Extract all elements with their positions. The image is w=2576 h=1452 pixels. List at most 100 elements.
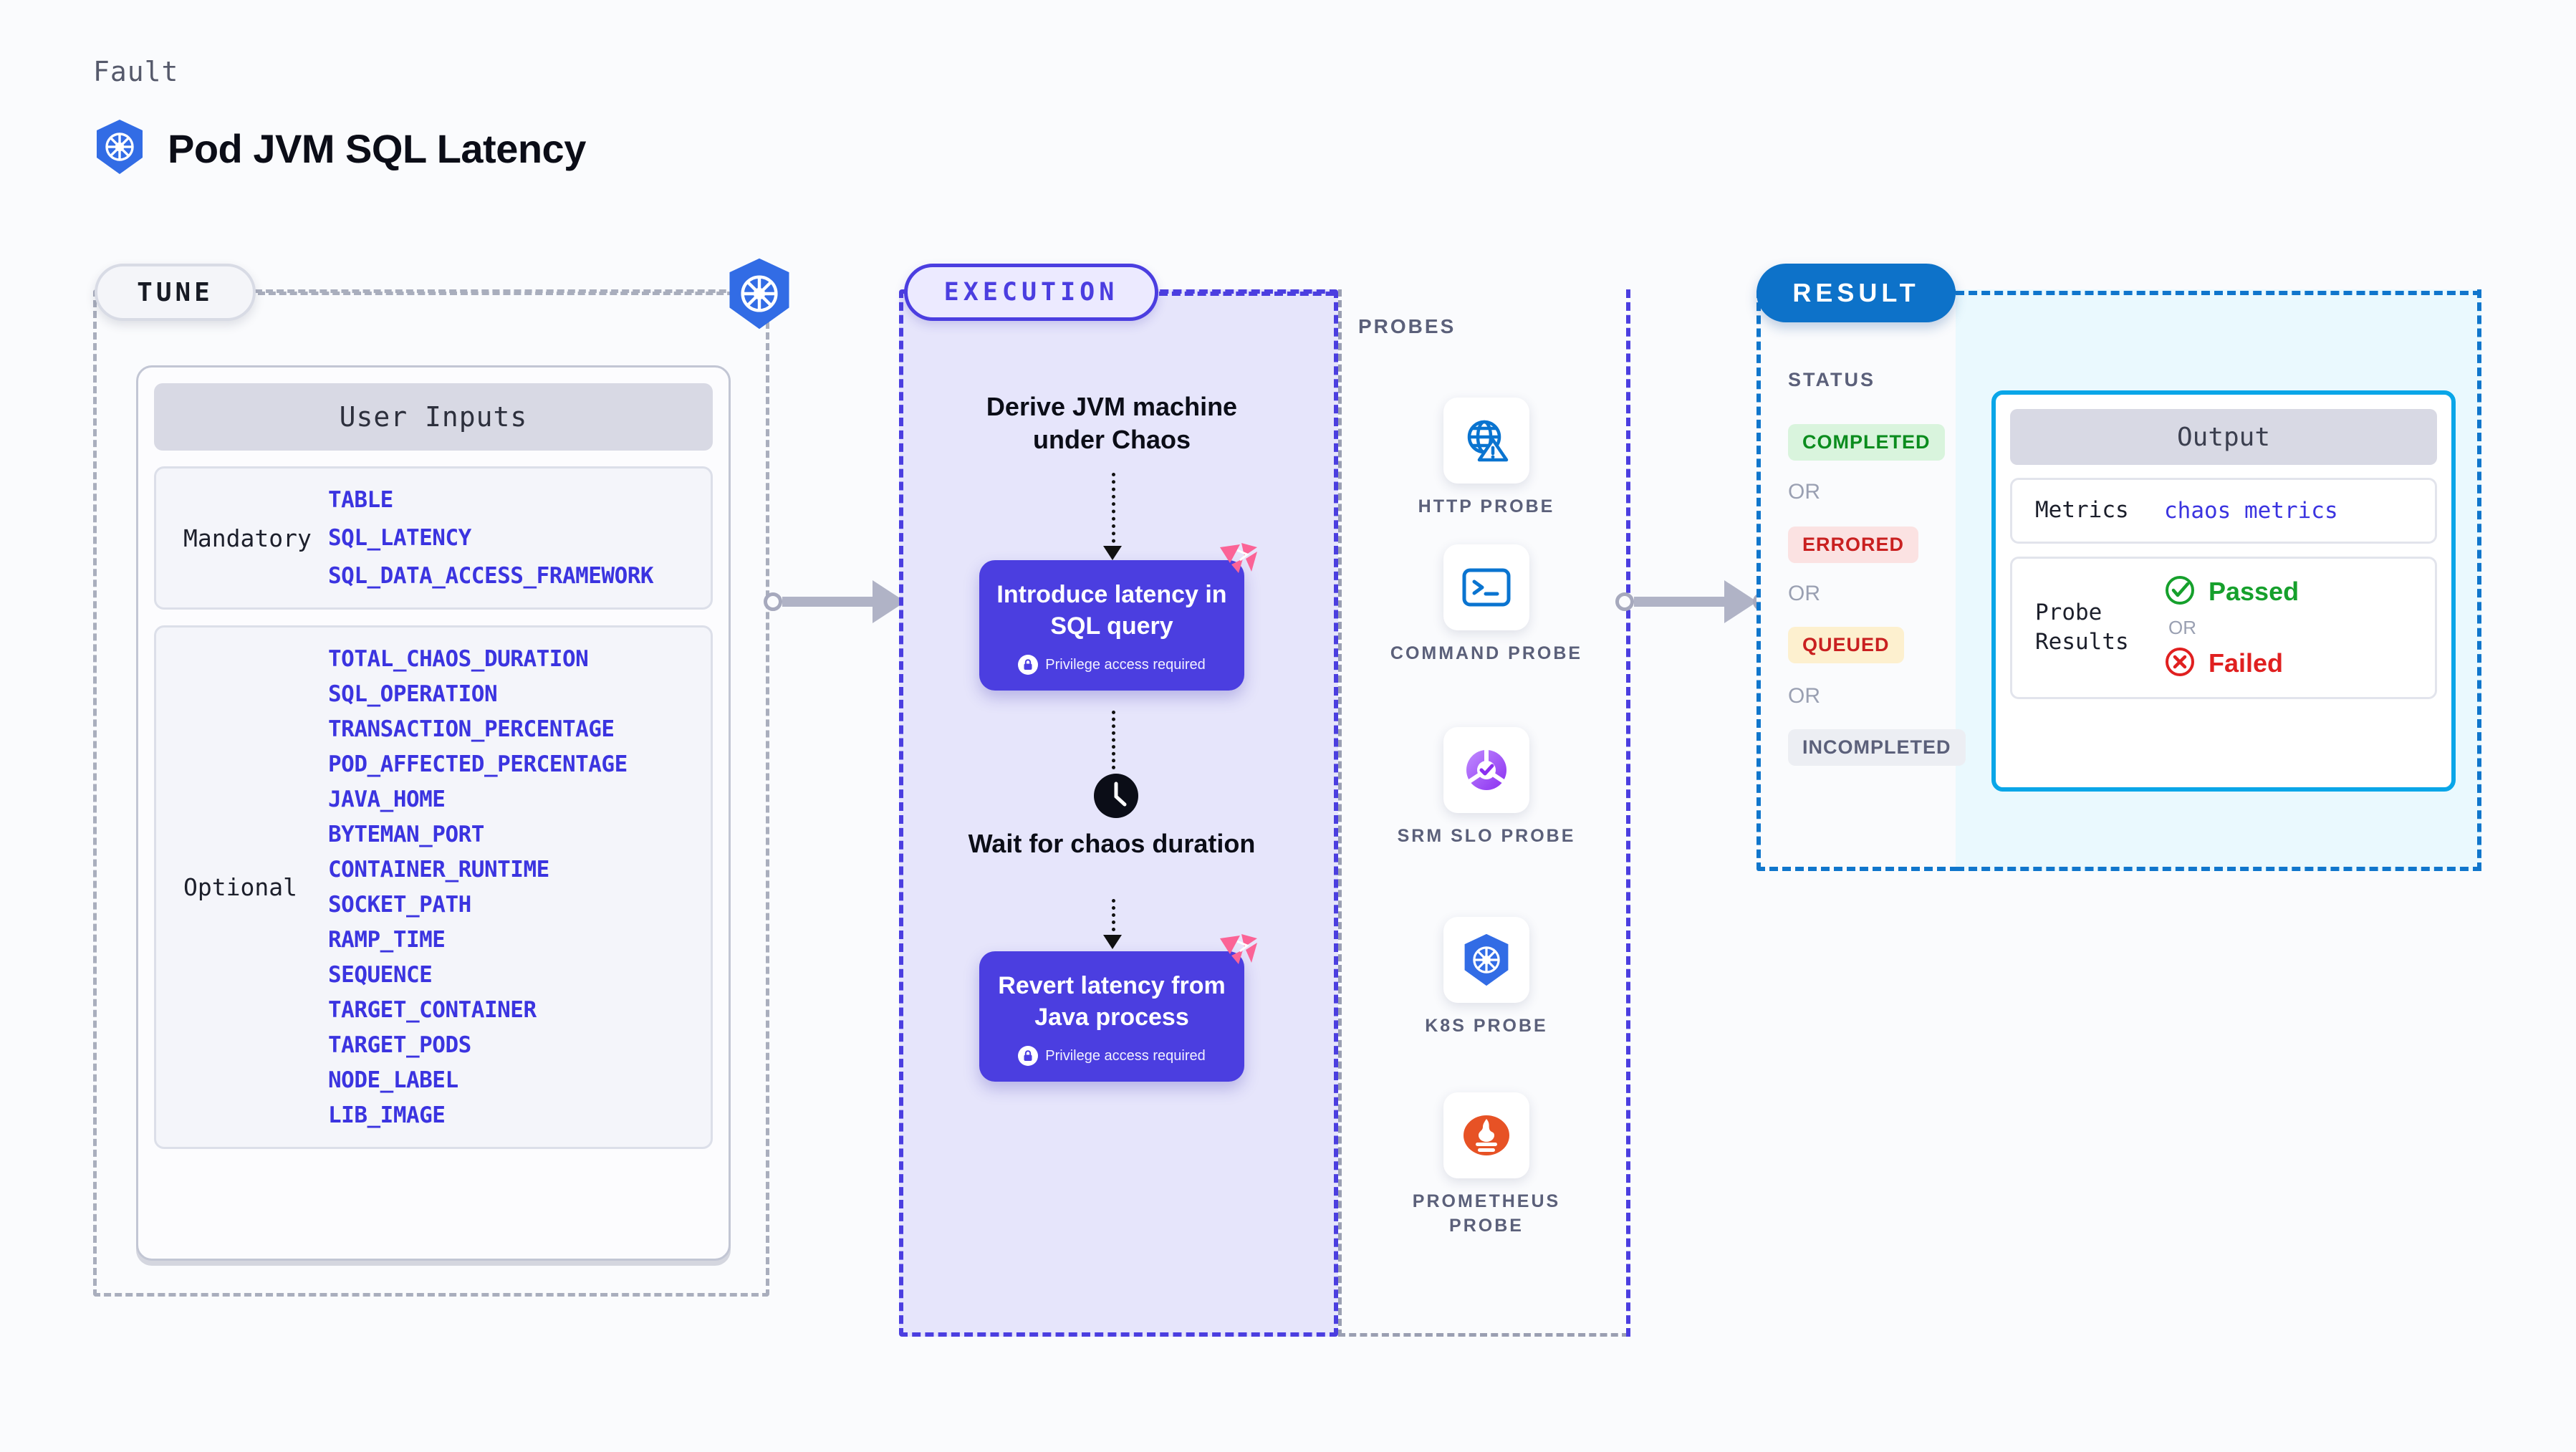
optional-label: Optional	[183, 873, 297, 901]
probe-results-values: Passed OR Failed	[2164, 574, 2299, 681]
wait-step-text: Wait for chaos duration	[968, 829, 1256, 858]
output-card: Output Metrics chaos metrics Probe Resul…	[1991, 390, 2456, 792]
param-item[interactable]: RAMP_TIME	[328, 927, 446, 953]
probe-k8s[interactable]: K8S PROBE	[1383, 917, 1590, 1039]
status-badge: QUEUED	[1788, 627, 1904, 663]
probe-result-passed: Passed	[2164, 574, 2299, 610]
page-title: Pod JVM SQL Latency	[168, 126, 586, 171]
optional-param-group: Optional TOTAL_CHAOS_DURATION SQL_OPERAT…	[154, 625, 713, 1149]
fault-title-row: Pod JVM SQL Latency	[93, 118, 586, 179]
param-item[interactable]: LIB_IMAGE	[328, 1102, 446, 1128]
param-item[interactable]: CONTAINER_RUNTIME	[328, 857, 549, 883]
probes-panel-right-border	[1626, 289, 1630, 1337]
connector-probes-result	[1615, 580, 1772, 623]
or-separator: OR	[1788, 684, 1820, 708]
probe-label: HTTP PROBE	[1418, 496, 1555, 516]
metrics-row: Metrics chaos metrics	[2010, 478, 2437, 544]
result-status-panel	[1756, 289, 1959, 871]
execution-step-revert-latency[interactable]: Revert latency from Java process Privile…	[979, 934, 1257, 1082]
mandatory-label: Mandatory	[183, 524, 312, 552]
tune-pill[interactable]: TUNE	[95, 264, 256, 321]
privilege-note: Privilege access required	[992, 1046, 1231, 1067]
param-item[interactable]: BYTEMAN_PORT	[328, 822, 484, 847]
arrow-head	[1103, 546, 1122, 560]
probes-section-label: PROBES	[1358, 315, 1456, 337]
fault-kicker: Fault	[93, 56, 179, 87]
param-item[interactable]: NODE_LABEL	[328, 1067, 458, 1093]
status-badge: ERRORED	[1788, 527, 1919, 563]
probe-command[interactable]: COMMAND PROBE	[1383, 544, 1590, 666]
arrow-line	[1112, 899, 1115, 938]
probe-label: PROMETHEUS PROBE	[1412, 1191, 1561, 1236]
param-item[interactable]: POD_AFFECTED_PERCENTAGE	[328, 751, 628, 777]
privilege-text: Privilege access required	[1045, 656, 1206, 673]
probe-label: SRM SLO PROBE	[1397, 826, 1576, 846]
param-item[interactable]: TARGET_PODS	[328, 1032, 471, 1058]
terminal-icon	[1443, 544, 1529, 630]
connector-tune-execution	[764, 580, 920, 623]
litmus-logo-icon	[1216, 540, 1260, 582]
derive-step-text: Derive JVM machine under Chaos	[986, 392, 1238, 455]
x-circle-icon	[2164, 646, 2196, 681]
litmus-logo-icon	[1216, 931, 1260, 973]
execution-step-title: Revert latency from Java process	[998, 972, 1226, 1032]
probe-results-row: Probe Results Passed OR	[2010, 556, 2437, 699]
check-circle-icon	[2164, 574, 2196, 610]
probe-label: COMMAND PROBE	[1390, 643, 1583, 663]
kubernetes-icon	[725, 256, 794, 331]
execution-step-introduce-latency[interactable]: Introduce latency in SQL query Privilege…	[979, 543, 1257, 691]
user-inputs-header: User Inputs	[154, 383, 713, 451]
mandatory-param-list: TABLE SQL_LATENCY SQL_DATA_ACCESS_FRAMEW…	[328, 487, 654, 589]
param-item[interactable]: TABLE	[328, 487, 393, 513]
or-separator: OR	[1788, 480, 1820, 504]
param-item[interactable]: TARGET_CONTAINER	[328, 997, 537, 1023]
arrow-line	[1112, 473, 1115, 550]
privilege-note: Privilege access required	[992, 655, 1231, 675]
tune-connector-line	[258, 292, 745, 295]
metrics-key: Metrics	[2035, 497, 2129, 523]
probe-srm-slo[interactable]: SRM SLO PROBE	[1383, 727, 1590, 849]
probe-http[interactable]: HTTP PROBE	[1383, 398, 1590, 519]
optional-param-list: TOTAL_CHAOS_DURATION SQL_OPERATION TRANS…	[328, 646, 628, 1128]
arrow-line	[1112, 711, 1115, 769]
mandatory-param-group: Mandatory TABLE SQL_LATENCY SQL_DATA_ACC…	[154, 466, 713, 610]
output-header: Output	[2010, 409, 2437, 465]
failed-label: Failed	[2209, 648, 2284, 678]
param-item[interactable]: TRANSACTION_PERCENTAGE	[328, 716, 615, 742]
execution-pill[interactable]: EXECUTION	[904, 264, 1158, 321]
kubernetes-icon	[1443, 917, 1529, 1003]
kubernetes-icon	[93, 118, 146, 179]
param-item[interactable]: TOTAL_CHAOS_DURATION	[328, 646, 589, 672]
connector-bar	[1634, 597, 1726, 607]
status-badge: COMPLETED	[1788, 424, 1945, 461]
lock-icon	[1018, 1046, 1039, 1067]
param-item[interactable]: SQL_LATENCY	[328, 525, 471, 551]
metrics-value[interactable]: chaos metrics	[2164, 497, 2338, 524]
status-badge: INCOMPLETED	[1788, 729, 1966, 766]
connector-dot	[1615, 592, 1634, 611]
connector-dot	[764, 592, 782, 611]
param-item[interactable]: SQL_OPERATION	[328, 681, 498, 707]
arrow-head	[1103, 935, 1122, 949]
param-item[interactable]: JAVA_HOME	[328, 787, 446, 812]
user-inputs-card: User Inputs Mandatory TABLE SQL_LATENCY …	[136, 365, 731, 1261]
privilege-text: Privilege access required	[1045, 1047, 1206, 1064]
srm-slo-icon	[1443, 727, 1529, 813]
lock-icon	[1018, 655, 1039, 675]
param-item[interactable]: SOCKET_PATH	[328, 892, 471, 918]
tune-panel	[93, 289, 769, 1297]
execution-step-title: Introduce latency in SQL query	[996, 581, 1227, 640]
status-label: STATUS	[1788, 369, 1875, 390]
probe-label: K8S PROBE	[1425, 1016, 1548, 1036]
or-separator: OR	[2168, 616, 2196, 638]
or-separator: OR	[1788, 582, 1820, 605]
probe-result-failed: Failed	[2164, 646, 2299, 681]
probe-results-key: Probe Results	[2035, 599, 2129, 655]
result-pill[interactable]: RESULT	[1756, 264, 1956, 322]
probe-prometheus[interactable]: PROMETHEUS PROBE	[1383, 1092, 1590, 1239]
param-item[interactable]: SQL_DATA_ACCESS_FRAMEWORK	[328, 563, 654, 589]
connector-arrowhead	[1724, 580, 1757, 623]
passed-label: Passed	[2209, 577, 2299, 607]
param-item[interactable]: SEQUENCE	[328, 962, 433, 988]
result-connector-line	[1956, 291, 2481, 295]
